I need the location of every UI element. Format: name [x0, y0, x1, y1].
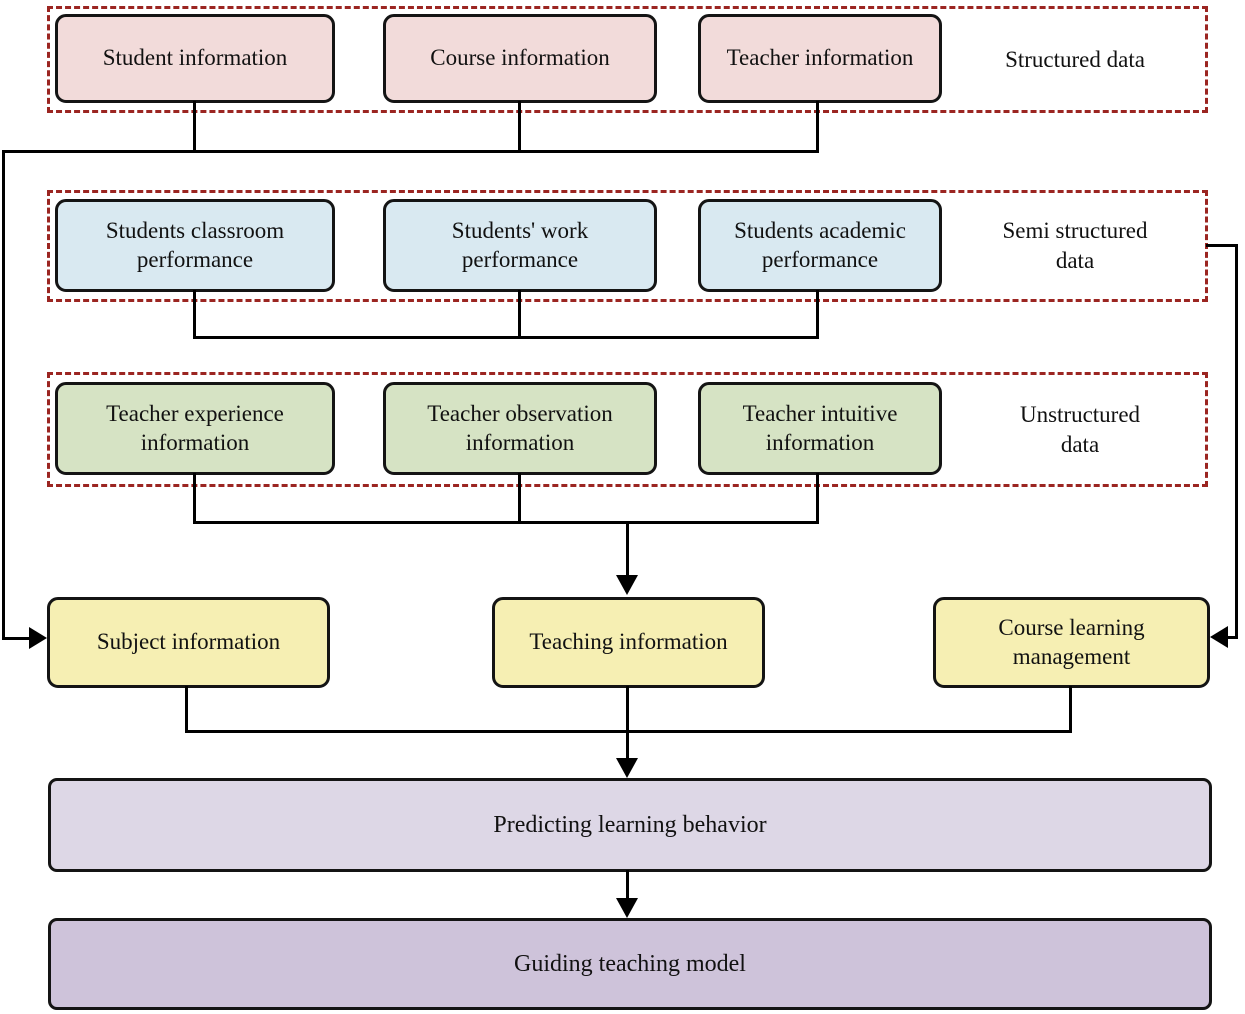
arrow-left-head [1210, 626, 1228, 648]
connector-line [2, 150, 819, 153]
box-teaching-information: Teaching information [492, 597, 765, 688]
box-students-academic-performance: Students academic performance [698, 199, 942, 292]
arrow-down-head [616, 575, 638, 595]
arrow-down-head [616, 898, 638, 918]
connector-line [816, 473, 819, 524]
box-teacher-intuitive-information: Teacher intuitive information [698, 382, 942, 475]
label-unstructured-data: Unstructured data [1019, 401, 1141, 457]
unstructured-data-group [47, 372, 1208, 487]
box-teacher-information: Teacher information [698, 14, 942, 103]
box-course-information: Course information [383, 14, 657, 103]
connector-line [193, 290, 196, 339]
right-rail-line [1235, 244, 1238, 639]
structured-data-group [47, 6, 1208, 113]
connector-line [518, 101, 521, 153]
box-students-work-performance: Students' work performance [383, 199, 657, 292]
arrow-down-head [616, 758, 638, 778]
box-teacher-experience-information: Teacher experience information [55, 382, 335, 475]
connector-line [193, 473, 196, 524]
arrow-right-head [29, 627, 47, 649]
connector-line [626, 686, 629, 760]
connector-line [193, 521, 819, 524]
connector-line [1069, 686, 1072, 732]
box-predicting-learning-behavior: Predicting learning behavior [48, 778, 1212, 872]
connector-line [816, 101, 819, 153]
connector-line [518, 473, 521, 524]
connector-line [1206, 244, 1238, 247]
box-student-information: Student information [55, 14, 335, 103]
connector-line [816, 290, 819, 339]
connector-line [626, 870, 629, 900]
connector-line [193, 101, 196, 153]
box-course-learning-management: Course learning management [933, 597, 1210, 688]
box-teacher-observation-information: Teacher observation information [383, 382, 657, 475]
connector-line [626, 521, 629, 576]
connector-line [1226, 636, 1238, 639]
label-semi-structured-data: Semi structured data [1002, 218, 1148, 273]
box-subject-information: Subject information [47, 597, 330, 688]
left-rail-line [2, 150, 5, 640]
label-structured-data: Structured data [1005, 46, 1145, 72]
connector-line [193, 336, 819, 339]
connector-line [2, 637, 32, 640]
connector-line [185, 686, 188, 732]
box-students-classroom-performance: Students classroom performance [55, 199, 335, 292]
connector-line [518, 290, 521, 339]
box-guiding-teaching-model: Guiding teaching model [48, 918, 1212, 1010]
